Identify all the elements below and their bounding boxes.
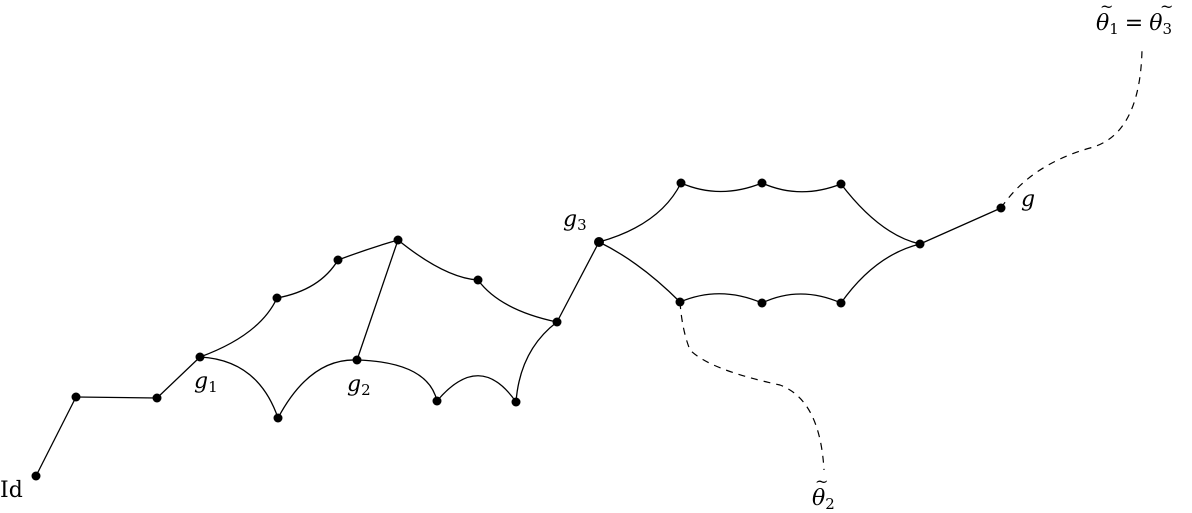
dashed-paths — [679, 49, 1143, 471]
edges — [35, 182, 1002, 477]
label-g: g — [1021, 187, 1035, 212]
label-theta1-eq-theta3: θ1=θ3 ~ ~ — [1096, 0, 1173, 38]
label-g3: g3 — [563, 207, 587, 234]
svg-text:~: ~ — [1100, 0, 1113, 16]
label-g2: g2 — [347, 372, 371, 399]
label-theta2: θ2 ~ — [812, 472, 835, 513]
svg-text:~: ~ — [1160, 0, 1173, 16]
svg-text:θ2: θ2 — [812, 486, 835, 513]
svg-text:~: ~ — [815, 472, 828, 491]
label-g1: g1 — [194, 369, 218, 396]
svg-text:θ1=θ3: θ1=θ3 — [1096, 11, 1172, 38]
vertices — [31, 178, 1006, 481]
label-identity: Id — [0, 478, 23, 503]
